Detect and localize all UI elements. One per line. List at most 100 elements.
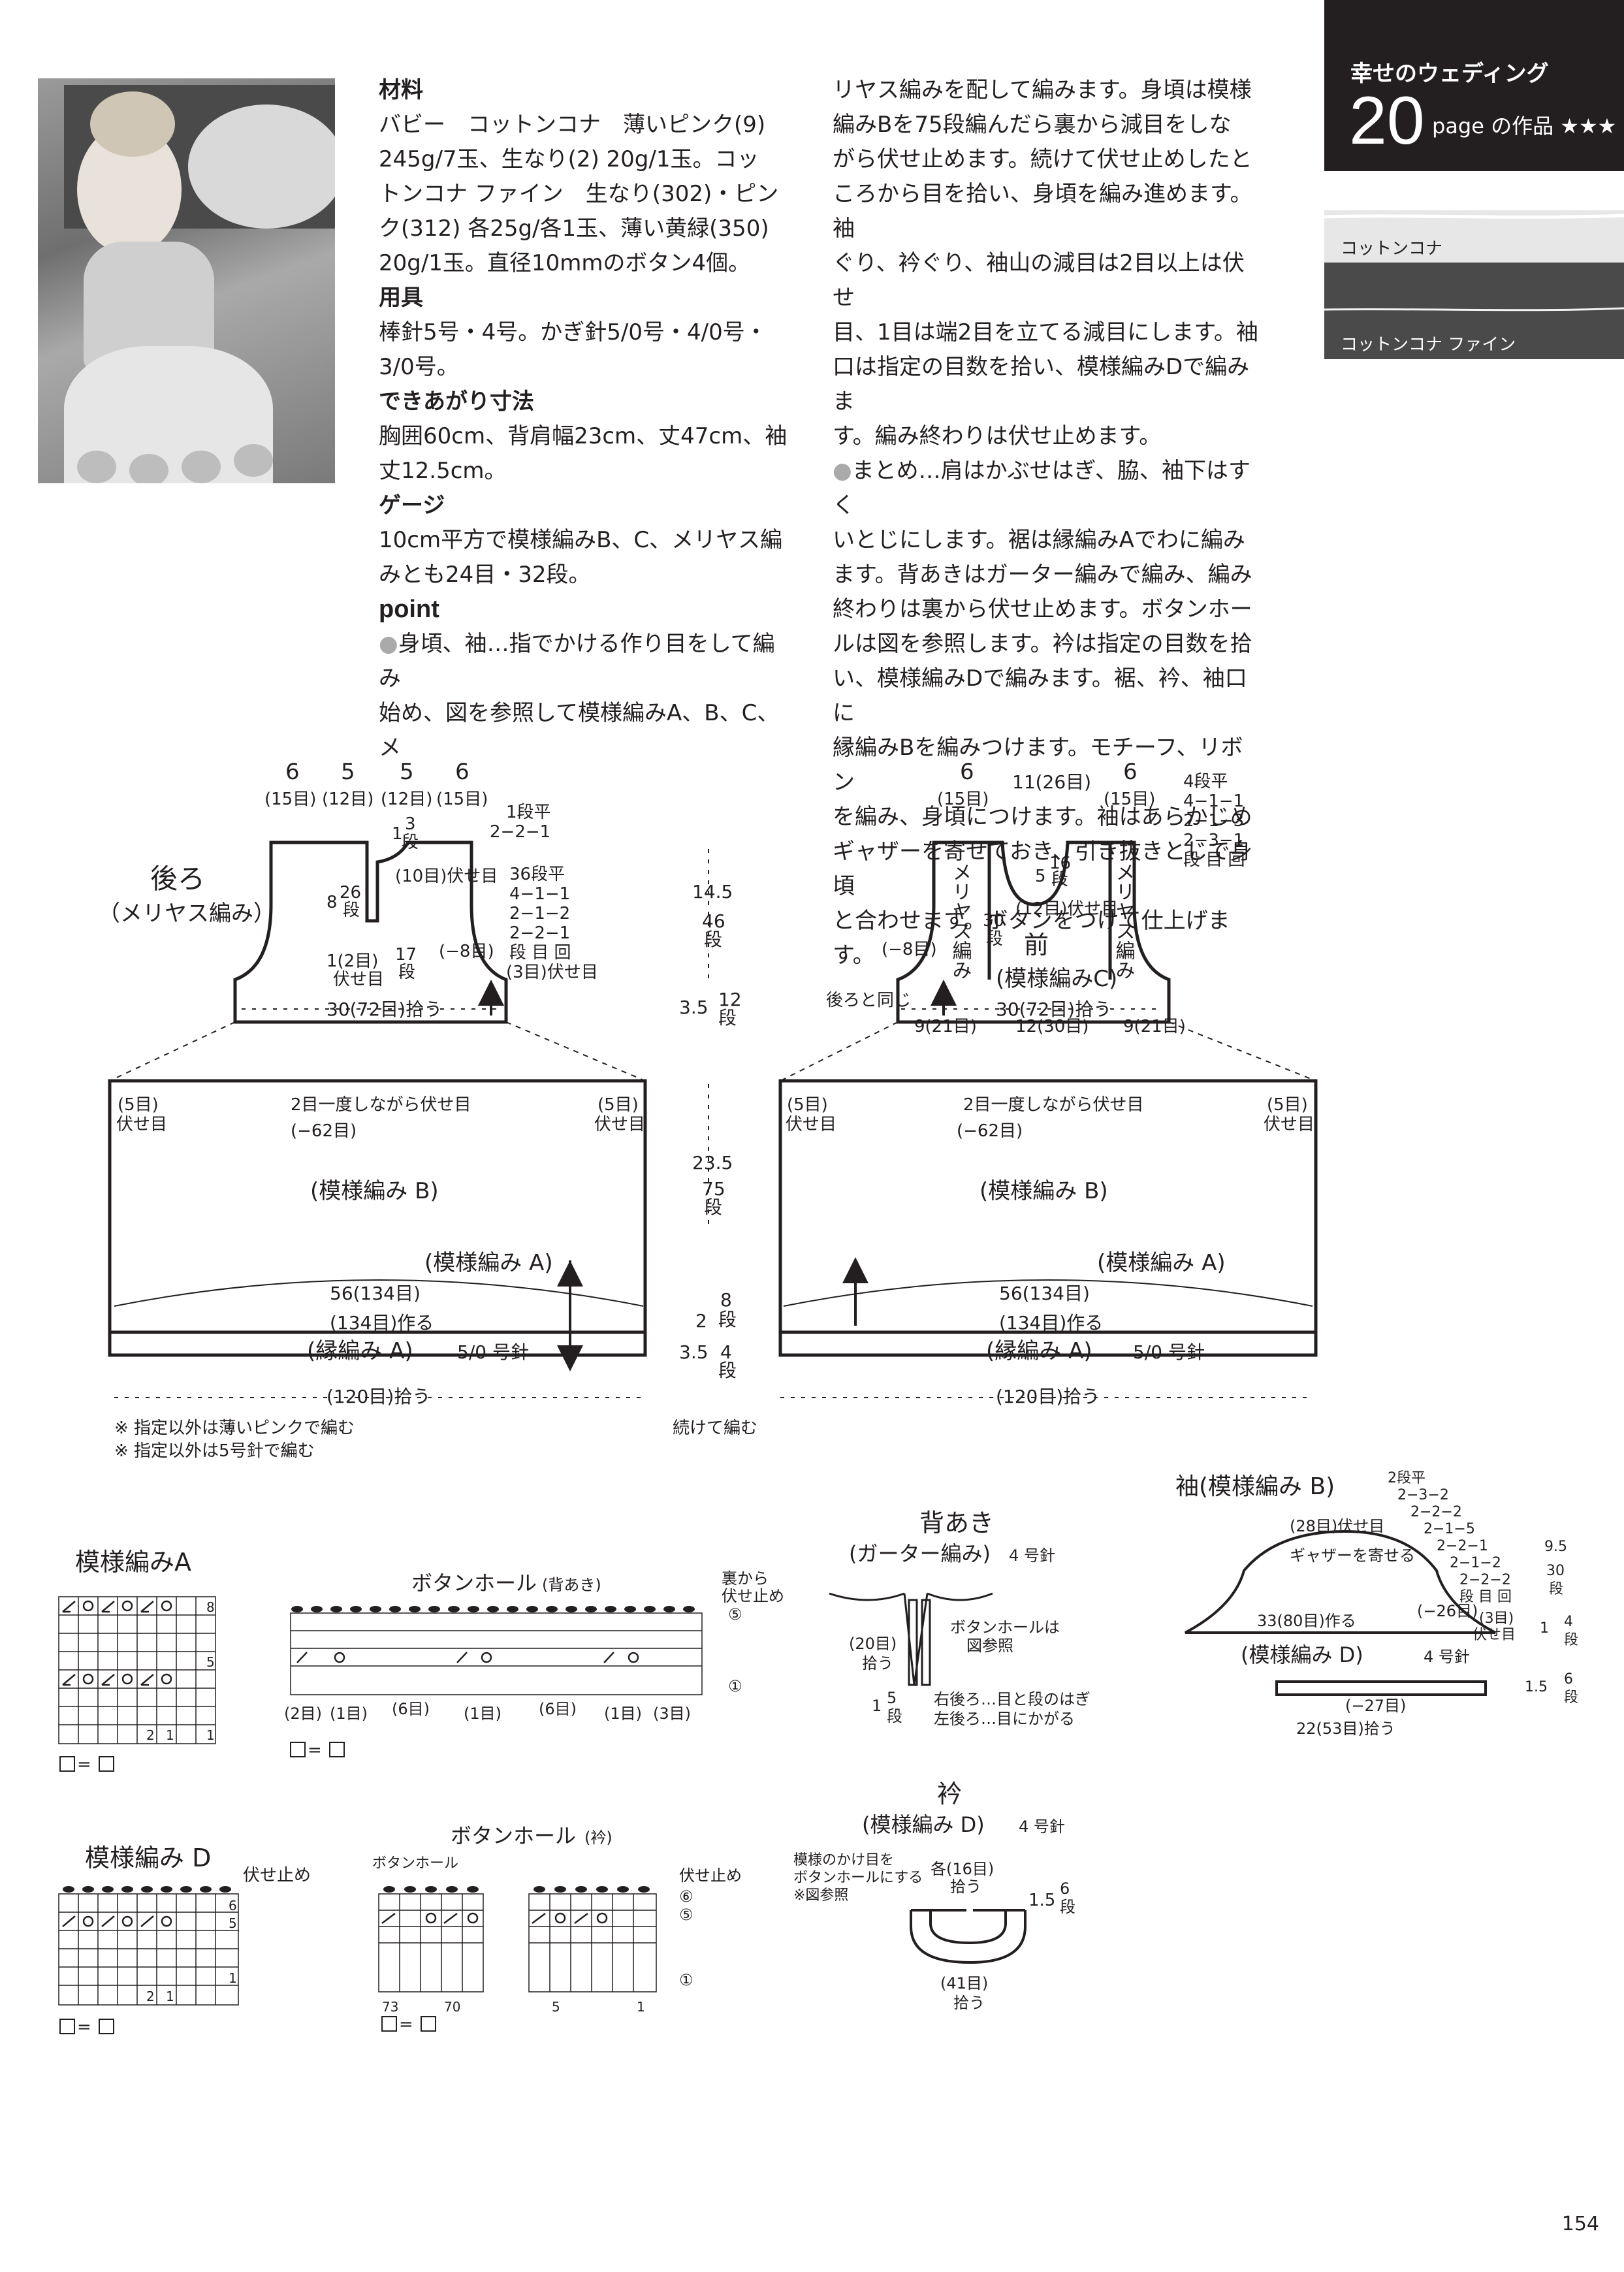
- collar-sub: (模様編み D): [862, 1812, 985, 1837]
- point-line: 始め、図を参照して模様編みA、B、C、メ: [379, 700, 780, 761]
- body-line: ぐり、衿ぐり、袖山の減目は2目以上は伏せ: [833, 250, 1245, 311]
- point-text: 身頃、袖…指でかける作り目をして編み: [379, 631, 775, 692]
- chart-a-row: 1: [206, 1727, 215, 1743]
- armhole-shaping: (3目)伏せ目: [506, 963, 598, 982]
- legend-equals: =: [399, 2015, 413, 2034]
- collar-label: (41目): [940, 1974, 988, 1992]
- front-armhole: 4段平: [1183, 772, 1228, 792]
- collar-shape: [910, 1909, 1027, 1964]
- sleeve-label: 2−2−2: [1410, 1504, 1462, 1520]
- gauge-line: 10cm平方で模様編みB、C、メリヤス編: [379, 527, 783, 553]
- back-opening-title: 背あき: [919, 1509, 994, 1537]
- body-line: リヤス編みを配して編みます。身頃は模様: [833, 77, 1252, 103]
- back-misc: 段: [343, 901, 360, 920]
- chart-d-row: 6: [229, 1898, 237, 1913]
- neck-shaping: (10目)伏せ目: [395, 867, 498, 886]
- sleeve-label: 2−3−2: [1397, 1487, 1449, 1503]
- sleeve-title: 袖(模様編み B): [1175, 1473, 1335, 1500]
- collar-label: 拾う: [953, 1994, 985, 2012]
- back-subtitle: （メリヤス編み）: [98, 901, 276, 927]
- pickup: (120目)拾う: [996, 1386, 1100, 1407]
- sleeve-label: 2−1−2: [1450, 1555, 1501, 1571]
- back-misc: 1(2目): [326, 952, 378, 971]
- skirt-dec: (−62目): [291, 1121, 357, 1141]
- buttonhole-collar-sub: (衿): [584, 1829, 613, 1847]
- sleeve-label: (−27目): [1345, 1697, 1406, 1715]
- page-number: 154: [1561, 2213, 1599, 2235]
- chart-a-row: 8: [206, 1599, 215, 1615]
- chart-a-col: 2: [146, 1727, 155, 1743]
- chart-a-col: 1: [166, 1727, 174, 1743]
- buttonhole-back-sub: (背あき): [542, 1576, 601, 1594]
- collar-title: 衿: [937, 1780, 962, 1808]
- legend-key-icon: [381, 2016, 436, 2032]
- tools-line: 3/0号。: [379, 354, 459, 380]
- sleeve-label: 1.5: [1525, 1679, 1548, 1695]
- front-misc: 段: [1051, 870, 1068, 889]
- bo-label: ボタンホールは: [950, 1618, 1060, 1637]
- bhc-col: 5: [552, 1999, 560, 2015]
- note: ※ 指定以外は5号針で編む: [114, 1441, 315, 1461]
- sleeve-label: 4 号針: [1424, 1648, 1470, 1666]
- bo-label: (20目): [849, 1635, 897, 1653]
- column-2: リヤス編みを配して編みます。身頃は模様 編みBを75段編んだら裏から減目をしな …: [833, 73, 1264, 973]
- front-skirt-labels: 2目一度しながら伏せ目 (−62目) (5目) 伏せ目 (5目) 伏せ目 (模様…: [786, 1095, 1314, 1407]
- sleeve-shape: [1185, 1529, 1496, 1696]
- bh-right: ⑤: [728, 1605, 742, 1624]
- dim: 3.5: [679, 997, 709, 1018]
- sleeve-label: 33(80目)作る: [1257, 1612, 1356, 1630]
- sleeve-label: 1: [1540, 1620, 1549, 1637]
- buttonhole-back-symbols: [296, 1652, 639, 1663]
- front-top-sts: (15目): [1104, 790, 1155, 809]
- back-misc: 8: [326, 893, 338, 912]
- bhc-col: 1: [637, 1999, 645, 2015]
- continue-label: 続けて編む: [673, 1418, 757, 1438]
- materials-line: バビー コットンコナ 薄いピンク(9): [379, 112, 766, 138]
- back-misc: 1: [392, 824, 403, 844]
- back-title: 後ろ: [150, 863, 205, 895]
- body-line: ころから目を拾い、身頃を編み進めます。袖: [833, 181, 1252, 242]
- bhc-right: ⑥: [679, 1887, 693, 1906]
- chart-d-col: 1: [166, 1989, 174, 2004]
- sleeve-label: 22(53目)拾う: [1296, 1720, 1395, 1738]
- back-top-dim: 6: [455, 759, 470, 785]
- bh-bottom: (6目): [392, 1700, 430, 1718]
- chart-a-title: 模様編みA: [75, 1548, 191, 1576]
- sleeve-label: 2−1−5: [1424, 1521, 1475, 1537]
- sleeve-label: 段 目 回: [1459, 1589, 1512, 1605]
- chart-d-title: 模様編み D: [85, 1844, 211, 1872]
- skirt-width: 56(134目): [330, 1283, 421, 1304]
- materials-line: 245g/7玉、生なり(2) 20g/1玉。コッ: [379, 146, 759, 172]
- skirt-outlines: [108, 1079, 1318, 1357]
- edging-a: (縁編み A): [307, 1338, 413, 1364]
- bhc-right: ⑤: [679, 1906, 693, 1924]
- skirt-side: 伏せ目: [594, 1115, 645, 1134]
- dim: 23.5: [692, 1152, 733, 1174]
- sleeve-labels: 2段平 2−3−2 2−2−2 2−1−5 2−2−1 2−1−2 2−2−2 …: [1241, 1470, 1578, 1738]
- collar-label: ※図参照: [793, 1887, 848, 1904]
- materials-heading: 材料: [379, 77, 423, 103]
- pattern-title-box: 幸せのウェディング 20 page の作品 ★★★: [1324, 0, 1624, 171]
- dim: 段: [718, 1360, 737, 1381]
- yarn-swatch-cotton-kona-fine: コットンコナ ファイン: [1324, 263, 1624, 359]
- sleeve-label: 9.5: [1544, 1539, 1567, 1555]
- dim: 46: [702, 910, 725, 932]
- front-side-label: メリヤス編み: [949, 862, 972, 980]
- front-misc: 30: [983, 911, 1004, 931]
- neck-shaping: 2−2−1: [490, 822, 550, 842]
- front-side-label: メリヤス編み: [1112, 862, 1135, 980]
- series-title: 幸せのウェディング: [1350, 61, 1549, 87]
- sleeve-label: (模様編み D): [1241, 1642, 1363, 1667]
- size-line: 丈12.5cm。: [379, 458, 507, 484]
- front-bottom: 12(30目): [1015, 1017, 1089, 1036]
- yarn-label: コットンコナ ファイン: [1341, 335, 1516, 355]
- skirt-side: (5目): [118, 1095, 159, 1115]
- legend-key-icon: [59, 1756, 114, 1772]
- bind-off-dots: [291, 1606, 695, 1612]
- bind-off-dots: [63, 1886, 231, 1893]
- front-misc: 5: [1035, 867, 1046, 886]
- tools-heading: 用具: [379, 285, 423, 311]
- dim: 75: [702, 1178, 725, 1200]
- dim: 12: [718, 989, 742, 1010]
- back-top-sts: (15目): [436, 790, 488, 809]
